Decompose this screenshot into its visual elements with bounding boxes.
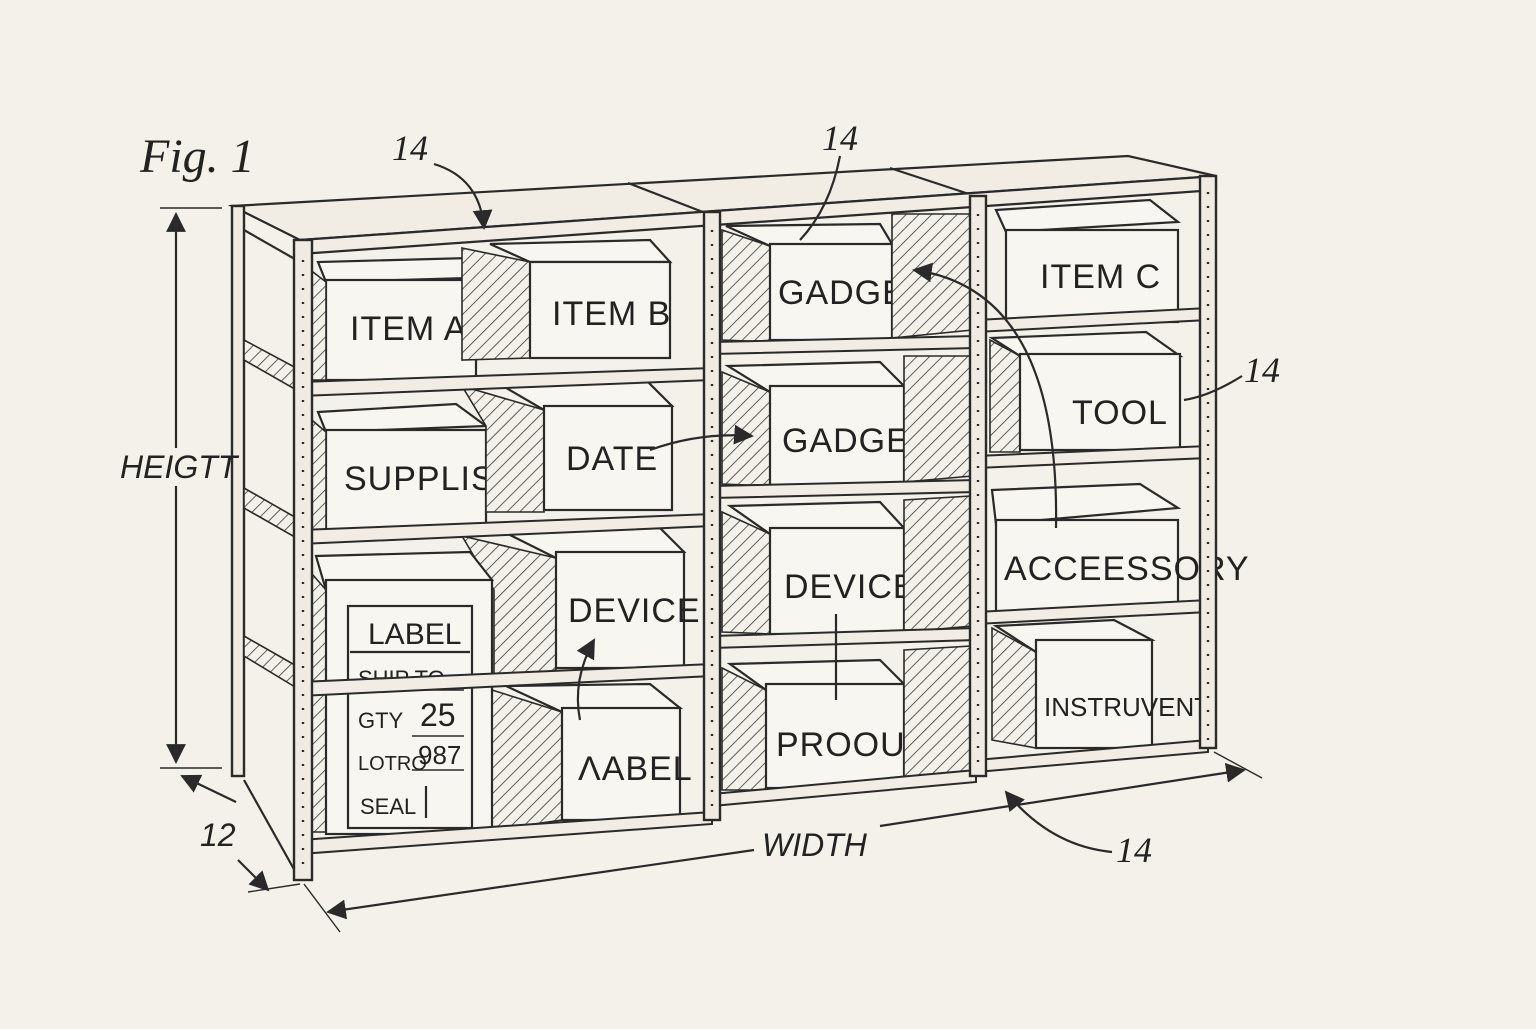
shelf-shadow bbox=[903, 495, 973, 633]
shelf-shadow bbox=[891, 213, 973, 339]
box-label: SUPPLIS bbox=[344, 460, 495, 498]
ref-numeral: 14 bbox=[822, 118, 858, 158]
depth-dimension-label: 12 bbox=[200, 817, 236, 853]
box-device-mid: DEVICE bbox=[721, 500, 917, 636]
label-qty-value: 25 bbox=[420, 697, 456, 733]
box-label: INSTRUVENT bbox=[1044, 692, 1210, 722]
box-label: DATE bbox=[566, 440, 658, 478]
figure-title: Fig. 1 bbox=[139, 130, 255, 183]
label-title: LABEL bbox=[368, 618, 461, 651]
box-gadget-mid: GADGET bbox=[721, 360, 931, 488]
label-seal: SEAL bbox=[360, 794, 416, 819]
shelf-shadow bbox=[903, 645, 973, 781]
box-label: ITEM C bbox=[1040, 258, 1161, 296]
label-qty: GTY bbox=[358, 708, 404, 733]
box-supplis: SUPPLIS bbox=[299, 402, 495, 532]
label-lot-value: 987 bbox=[418, 740, 461, 770]
box-tool: TOOL bbox=[988, 330, 1184, 453]
box-date: DATE bbox=[460, 378, 675, 513]
box-proougt: PROOUGT bbox=[721, 658, 954, 791]
box-label: DEVICE bbox=[568, 592, 701, 630]
shelf-shadow bbox=[903, 355, 973, 483]
box-item-c: ITEM C bbox=[994, 198, 1181, 324]
label-lot: LOTRO bbox=[358, 753, 427, 775]
box-shipping-label: LABEL SHIP TO GTY 25 LOTRO 987 SEAL bbox=[299, 550, 495, 836]
box-item-b: ITEM B bbox=[461, 238, 673, 361]
shelf-frame-front bbox=[292, 174, 1218, 882]
callout-arrows bbox=[433, 155, 1243, 854]
box-instruvent: INSTRUVENT bbox=[991, 618, 1210, 750]
width-dimension-label: WIDTH bbox=[762, 827, 868, 863]
ref-numeral: 14 bbox=[1116, 830, 1152, 870]
ref-numeral: 14 bbox=[392, 128, 428, 168]
box-label: ITEM A bbox=[350, 310, 467, 348]
dimension-lines bbox=[160, 207, 1263, 933]
ref-numeral: 14 bbox=[1244, 350, 1280, 390]
box-aabel: ΛABEL bbox=[491, 682, 693, 831]
label-card bbox=[346, 604, 474, 830]
height-dimension-label: HEIGTT bbox=[120, 449, 240, 485]
box-device-left: DEVICE bbox=[460, 526, 701, 681]
box-label: ΛABEL bbox=[578, 750, 693, 788]
box-label: TOOL bbox=[1072, 394, 1168, 432]
box-label: DEVICE bbox=[784, 568, 917, 606]
box-label: ITEM B bbox=[552, 295, 671, 333]
box-item-a: ITEM A bbox=[299, 256, 478, 382]
